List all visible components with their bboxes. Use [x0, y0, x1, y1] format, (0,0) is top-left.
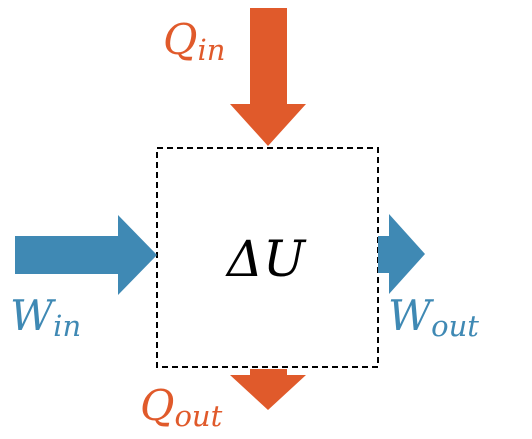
- internal-energy-change-label: ΔU: [225, 230, 307, 288]
- work-out-label: Wout: [388, 291, 479, 343]
- heat-in-symbol: Q: [163, 15, 197, 64]
- heat-in-label: Qin: [163, 15, 225, 67]
- work-out-arrow: [378, 214, 425, 294]
- work-in-subscript: in: [53, 309, 81, 343]
- heat-out-arrow: [230, 369, 306, 410]
- heat-in-arrow: [230, 8, 306, 146]
- heat-out-symbol: Q: [140, 381, 174, 430]
- work-out-symbol: W: [388, 291, 435, 340]
- work-in-symbol: W: [10, 291, 57, 340]
- heat-out-label: Qout: [140, 381, 223, 433]
- heat-out-subscript: out: [174, 399, 222, 433]
- work-out-subscript: out: [431, 309, 479, 343]
- work-in-label: Win: [10, 291, 81, 343]
- work-in-arrow: [15, 215, 157, 295]
- heat-in-subscript: in: [197, 33, 225, 67]
